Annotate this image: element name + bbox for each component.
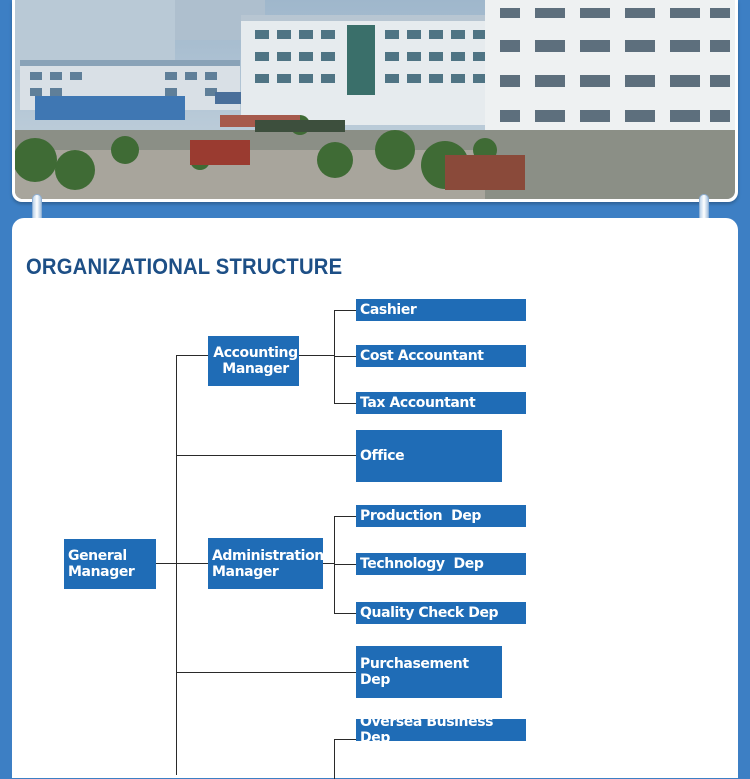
section-title: ORGANIZATIONAL STRUCTURE — [26, 254, 342, 280]
node-tax-accountant: Tax Accountant — [356, 392, 526, 414]
connector — [156, 563, 208, 564]
connector — [334, 739, 356, 740]
connector — [334, 516, 356, 517]
connector — [334, 564, 356, 565]
factory-photo — [15, 0, 735, 199]
connector — [299, 355, 335, 356]
connector — [176, 455, 356, 456]
connector — [334, 739, 335, 779]
node-cost-accountant: Cost Accountant — [356, 345, 526, 367]
node-administration-manager: Administration Manager — [208, 538, 323, 589]
node-office: Office — [356, 430, 502, 482]
node-accounting-manager: Accounting Manager — [208, 336, 299, 386]
connector — [176, 355, 208, 356]
node-oversea-business-dep: Oversea Business Dep — [356, 719, 526, 741]
connector — [176, 672, 356, 673]
node-cashier: Cashier — [356, 299, 526, 321]
header-photo-frame — [12, 0, 738, 202]
node-technology-dep: Technology Dep — [356, 553, 526, 575]
node-purchasement-dep: Purchasement Dep — [356, 646, 502, 698]
node-general-manager: General Manager — [64, 539, 156, 589]
connector — [334, 310, 356, 311]
org-structure-card: ORGANIZATIONAL STRUCTURE General Manager… — [12, 218, 738, 778]
connector — [334, 613, 356, 614]
node-production-dep: Production Dep — [356, 505, 526, 527]
node-quality-check-dep: Quality Check Dep — [356, 602, 526, 624]
connector — [334, 403, 356, 404]
connector — [176, 355, 177, 775]
connector — [334, 356, 356, 357]
